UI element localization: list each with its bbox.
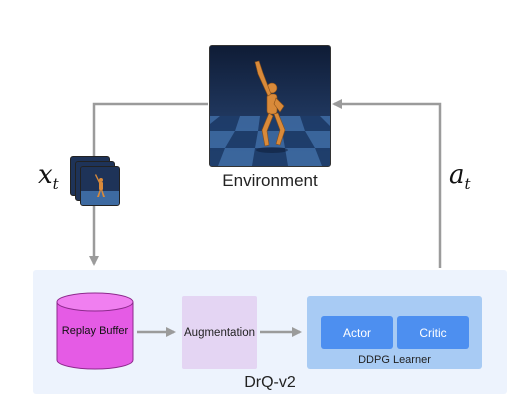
observation-arrow [89,102,208,266]
environment-image [209,45,331,167]
action-arrow [332,99,442,268]
actor-box: Actor [321,316,393,349]
critic-box: Critic [397,316,469,349]
replay-buffer-cylinder [56,292,134,370]
frame-stack-icon [70,156,122,208]
environment-label: Environment [222,171,318,190]
action-symbol: at [449,160,471,194]
observation-symbol: xt [38,160,59,194]
replay-buffer-label: Replay Buffer [61,325,129,337]
ddpg-learner-label: DDPG Learner [358,354,431,366]
drq-v2-title: DrQ-v2 [244,374,296,391]
augmentation-box: Augmentation [182,296,257,369]
